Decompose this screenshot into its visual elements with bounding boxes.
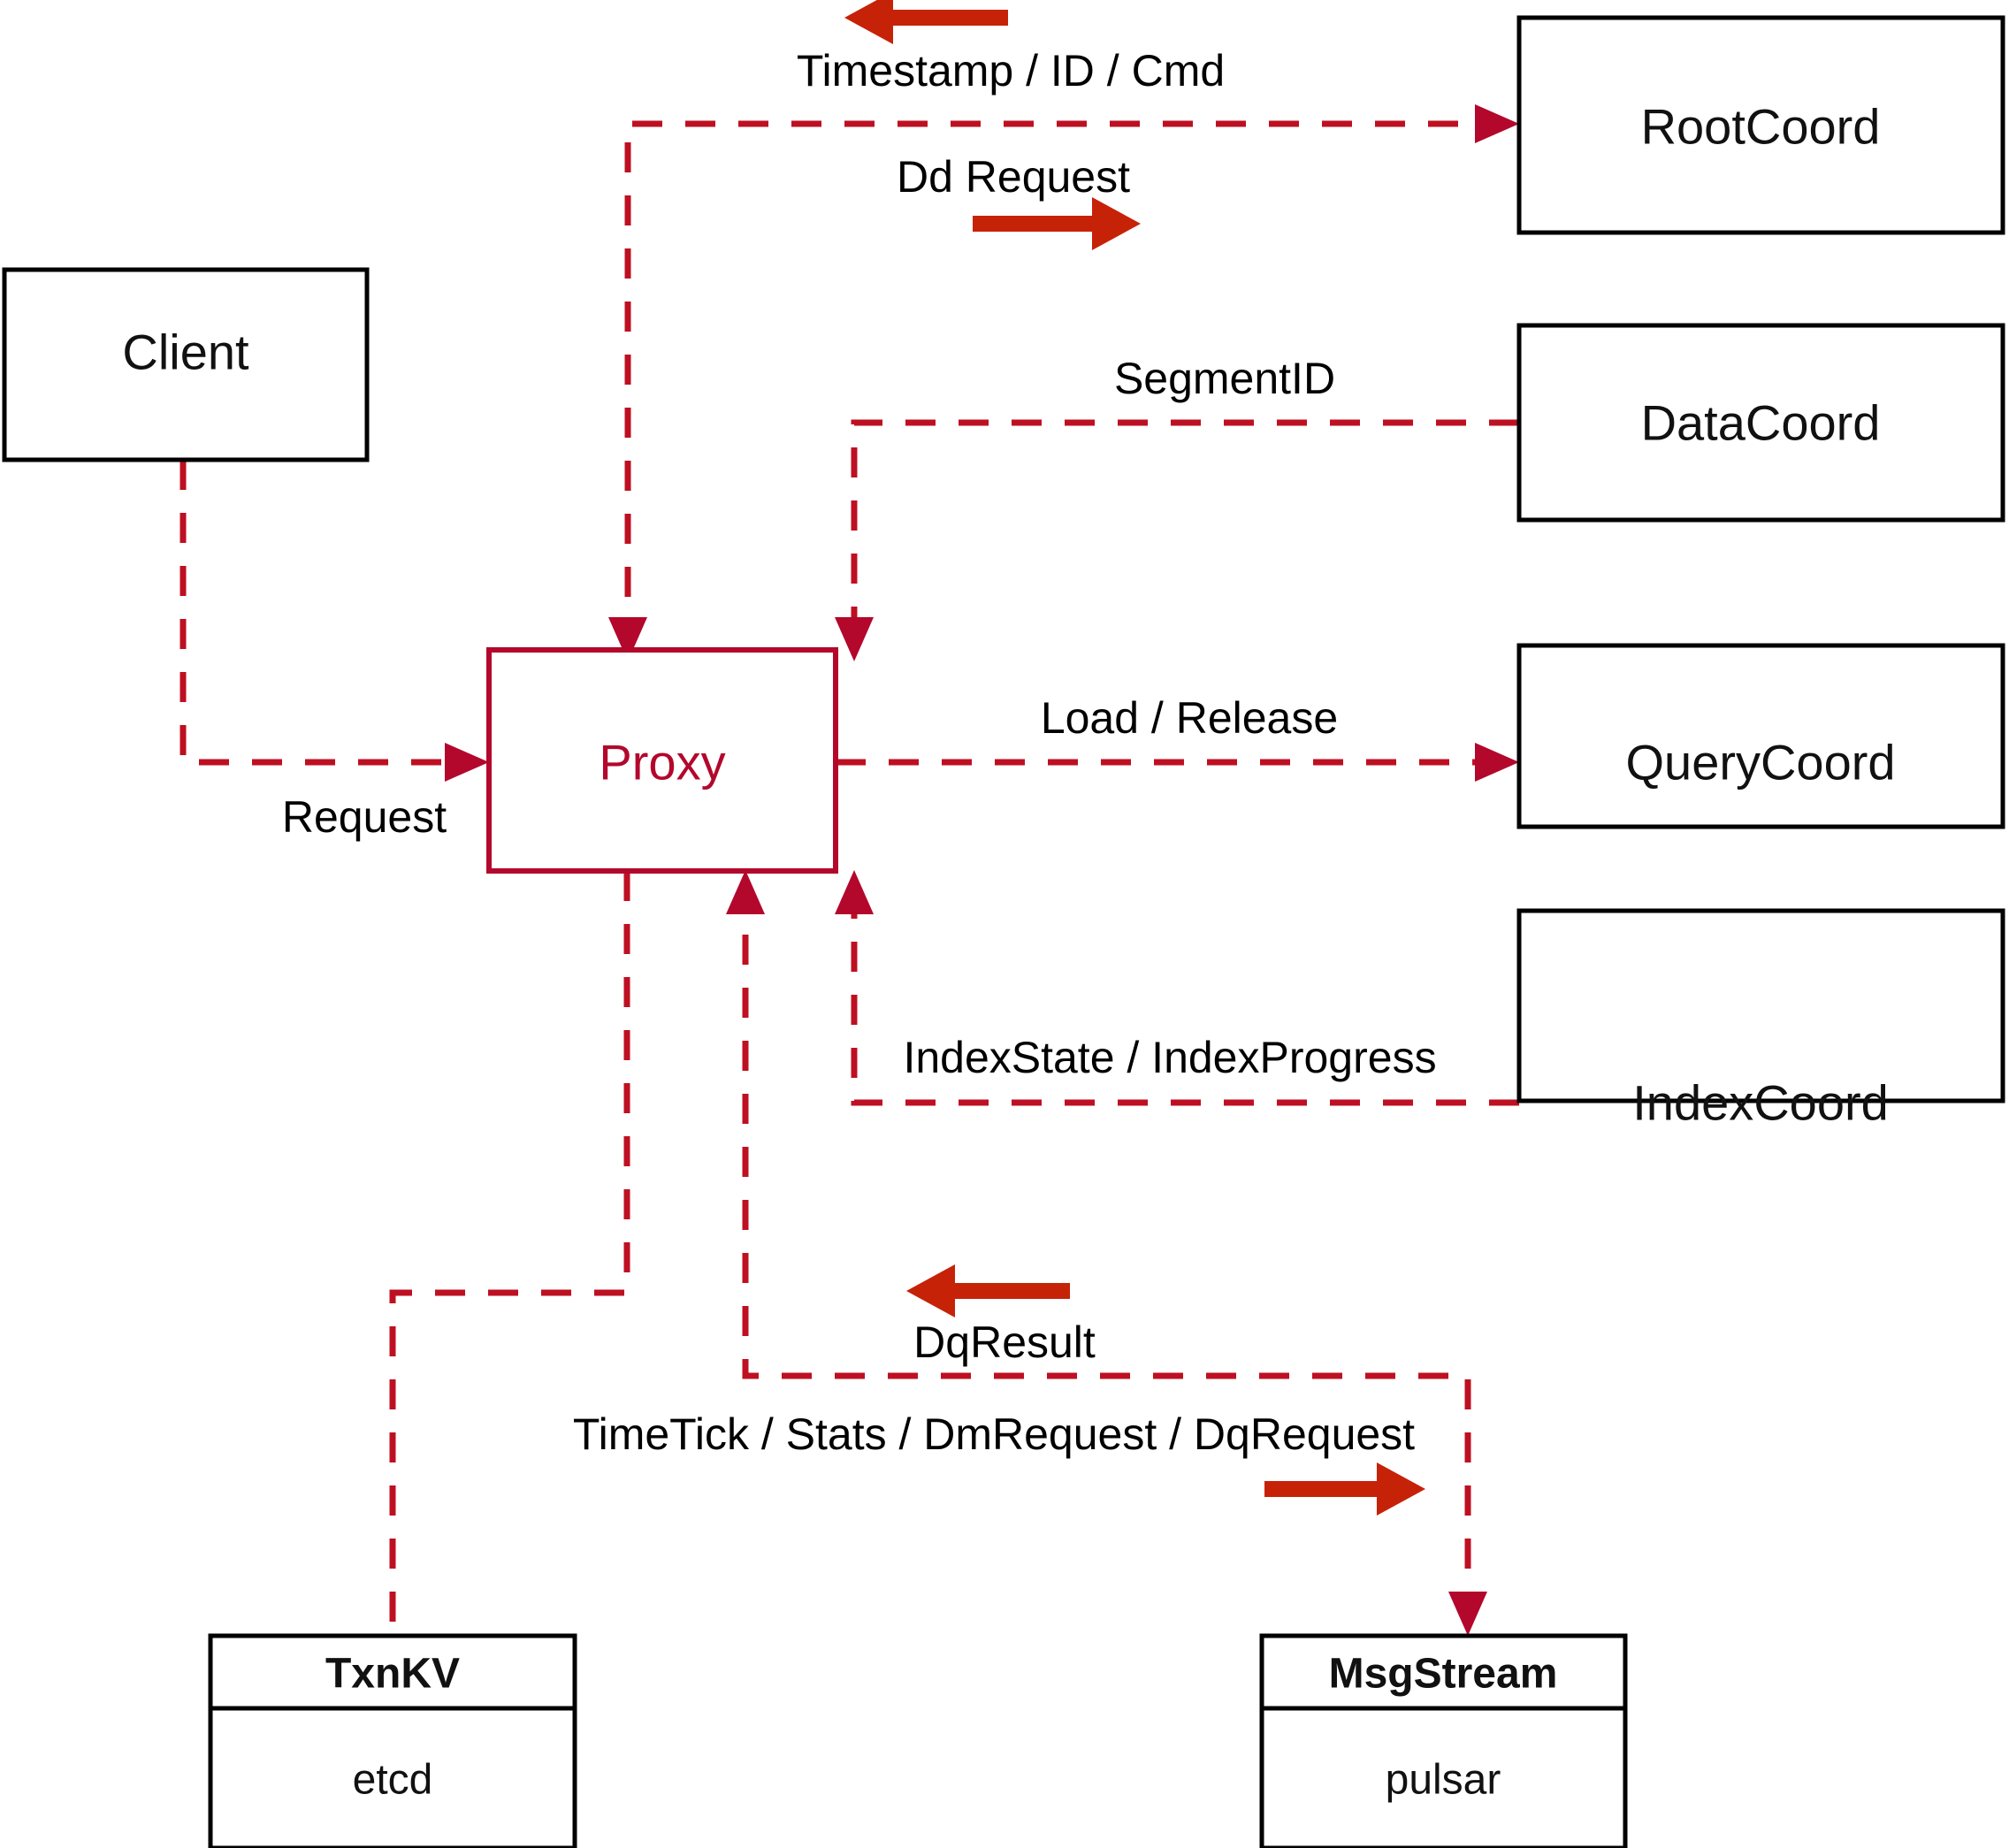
edge-label-dd-request: Dd Request xyxy=(897,152,1130,202)
arrowhead-to-root-coord xyxy=(1475,104,1519,143)
direction-arrow-timestamp xyxy=(844,0,1008,44)
edge-label-load-release: Load / Release xyxy=(1041,693,1338,743)
node-data-coord[interactable] xyxy=(1516,323,2005,523)
edge-label-index-state-progress: IndexState / IndexProgress xyxy=(903,1033,1436,1082)
node-label-root-coord: RootCoord xyxy=(1641,99,1881,155)
edge-path-root-coord xyxy=(624,120,1508,650)
arrowhead-to-proxy-bottom-right xyxy=(835,870,874,914)
arrowhead-to-proxy-left xyxy=(445,743,489,782)
arrowhead-to-query-coord xyxy=(1475,743,1519,782)
node-label-client: Client xyxy=(122,325,249,380)
node-label-data-coord: DataCoord xyxy=(1641,395,1881,451)
edge-label-segment-id: SegmentID xyxy=(1114,354,1335,403)
node-label-msgstream-impl: pulsar xyxy=(1386,1757,1501,1804)
direction-arrow-dd-request xyxy=(973,197,1141,250)
node-msgstream[interactable] xyxy=(1259,1633,1628,1848)
edge-path-data-coord xyxy=(851,419,1519,650)
arrowhead-to-msgstream xyxy=(1448,1592,1487,1636)
node-label-msgstream: MsgStream xyxy=(1329,1651,1558,1698)
direction-arrow-dq-result xyxy=(906,1264,1070,1317)
edge-label-timestamp-id-cmd: Timestamp / ID / Cmd xyxy=(797,46,1225,95)
edge-path-txnkv xyxy=(389,871,630,1636)
direction-arrow-timetick xyxy=(1264,1462,1425,1516)
node-query-coord[interactable] xyxy=(1516,643,2005,829)
edge-path-client-request xyxy=(180,460,477,766)
edge-label-timetick-stats: TimeTick / Stats / DmRequest / DqRequest xyxy=(573,1409,1415,1459)
node-root-coord[interactable] xyxy=(1516,15,2005,235)
arrowhead-to-proxy-top-left xyxy=(608,617,647,661)
edge-label-request: Request xyxy=(282,792,447,842)
node-proxy[interactable] xyxy=(486,647,838,874)
edge-label-dq-result: DqResult xyxy=(913,1317,1096,1367)
node-label-txnkv-impl: etcd xyxy=(353,1757,433,1804)
arrowhead-to-proxy-top-right xyxy=(835,617,874,661)
edge-path-index-coord xyxy=(851,882,1519,1106)
node-txnkv[interactable] xyxy=(208,1633,577,1848)
node-index-coord[interactable] xyxy=(1516,908,2005,1103)
arrowhead-to-proxy-bottom-left xyxy=(726,870,765,914)
node-label-query-coord: QueryCoord xyxy=(1625,735,1895,790)
edge-path-msgstream xyxy=(742,882,1471,1624)
node-label-index-coord: IndexCoord xyxy=(1632,1075,1889,1131)
node-label-txnkv: TxnKV xyxy=(325,1651,460,1698)
node-label-proxy: Proxy xyxy=(599,735,725,790)
node-client[interactable] xyxy=(2,267,370,462)
